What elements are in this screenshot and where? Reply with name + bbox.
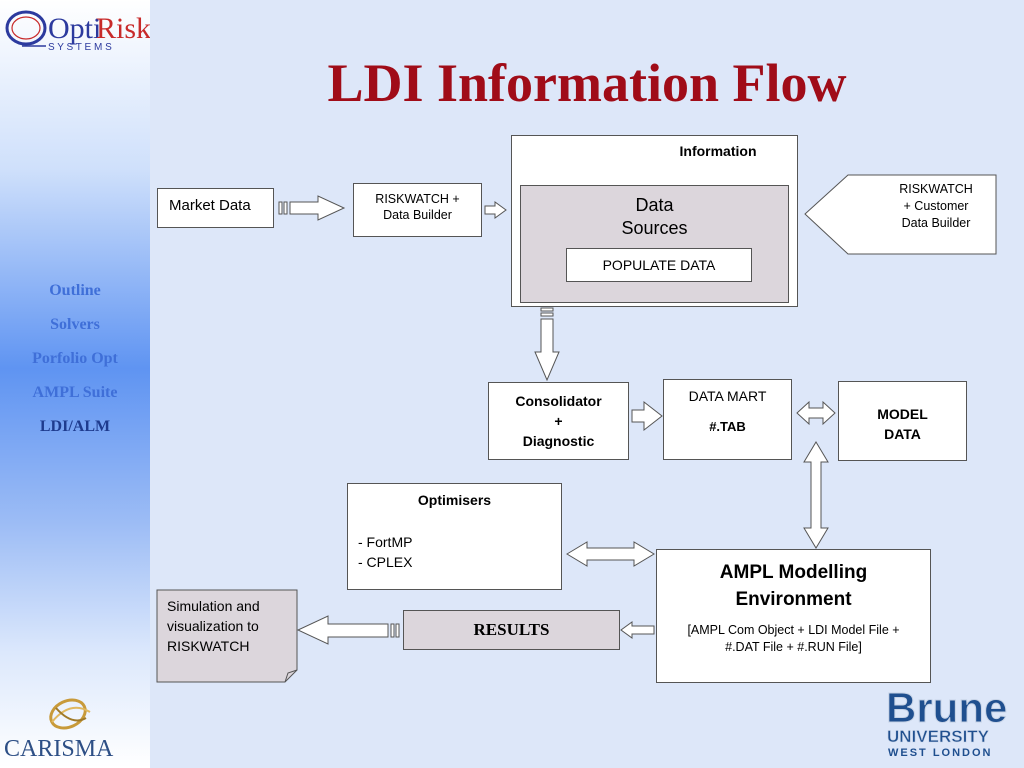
consolidator-line1: Consolidator <box>515 393 602 409</box>
riskwatch-customer-line1: RISKWATCH <box>899 182 973 196</box>
data-mart-box: DATA MART #.TAB <box>663 379 792 460</box>
optimisers-title: Optimisers <box>417 492 492 508</box>
simulation-line2: visualization to <box>167 618 259 634</box>
information-box: Information Data Sources POPULATE DATA <box>511 135 798 307</box>
nav-ldi-alm[interactable]: LDI/ALM <box>39 418 111 435</box>
simulation-line3: RISKWATCH <box>167 638 250 654</box>
optirisk-opti-text: Opti <box>48 12 101 45</box>
consolidator-line3: Diagnostic <box>522 433 595 449</box>
ampl-title-line1: AMPL Modelling <box>719 562 868 583</box>
arrow-optimisers-ampl <box>566 541 655 567</box>
brunel-location-text: WEST LONDON <box>888 747 993 759</box>
riskwatch-customer-shape <box>804 174 997 255</box>
optimiser-fortmp: - FortMP <box>358 534 413 550</box>
optirisk-systems-text: S Y S T E M S <box>48 42 112 52</box>
market-data-label: Market Data <box>169 197 251 214</box>
arrow-information-to-consolidator <box>534 307 560 382</box>
arrow-results-to-simulation <box>296 615 400 645</box>
carisma-logo: CARISMA <box>4 698 114 762</box>
simulation-line1: Simulation and <box>167 598 260 614</box>
optimiser-cplex: - CPLEX <box>358 554 413 570</box>
riskwatch-customer-line3: Data Builder <box>901 216 971 230</box>
data-sources-line2: Sources <box>621 218 688 238</box>
data-mart-line2: #.TAB <box>709 419 746 434</box>
ampl-box: AMPL Modelling Environment [AMPL Com Obj… <box>656 549 931 683</box>
arrow-modeldata-ampl <box>803 441 829 549</box>
nav-outline[interactable]: Outline <box>49 282 101 299</box>
data-mart-line1: DATA MART <box>688 388 767 404</box>
arrow-riskwatch-to-information <box>484 201 507 219</box>
model-data-box: MODEL DATA <box>838 381 967 461</box>
ampl-desc-line2: #.DAT File + #.RUN File] <box>725 640 862 654</box>
arrow-datamart-modeldata <box>796 400 836 426</box>
nav-portfolio-opt[interactable]: Porfolio Opt <box>32 350 118 367</box>
brunel-name-text: Brunel <box>886 684 1008 731</box>
results-box: RESULTS <box>403 610 620 650</box>
information-label: Information <box>679 143 757 159</box>
model-data-line2: DATA <box>884 426 921 442</box>
ampl-desc-line1: [AMPL Com Object + LDI Model File + <box>687 623 900 637</box>
riskwatch-customer-line2: + Customer <box>903 199 969 213</box>
riskwatch-builder-line2: Data Builder <box>383 208 452 222</box>
consolidator-box: Consolidator + Diagnostic <box>488 382 629 460</box>
riskwatch-customer-text: RISKWATCH + Customer Data Builder <box>876 181 996 232</box>
arrow-market-to-riskwatch <box>278 195 346 221</box>
ampl-title-line2: Environment <box>735 589 852 610</box>
simulation-text: Simulation and visualization to RISKWATC… <box>167 596 297 656</box>
arrow-ampl-to-results <box>620 621 655 639</box>
arrow-consolidator-to-datamart <box>631 400 663 432</box>
optirisk-logo: Opti Risk S Y S T E M S <box>5 10 150 52</box>
nav-ampl-suite[interactable]: AMPL Suite <box>32 384 118 401</box>
optimisers-box: Optimisers - FortMP - CPLEX <box>347 483 562 590</box>
brunel-university-text: UNIVERSITY <box>887 727 990 746</box>
sidebar: Opti Risk S Y S T E M S Outline Solvers … <box>0 0 150 768</box>
simulation-note-shape <box>156 589 298 683</box>
populate-data-box: POPULATE DATA <box>566 248 752 282</box>
market-data-box: Market Data <box>157 188 274 228</box>
optirisk-risk-text: Risk <box>96 12 150 45</box>
carisma-text: CARISMA <box>4 736 114 762</box>
populate-data-label: POPULATE DATA <box>602 257 716 273</box>
riskwatch-builder-box: RISKWATCH + Data Builder <box>353 183 482 237</box>
model-data-line1: MODEL <box>877 406 928 422</box>
riskwatch-builder-line1: RISKWATCH + <box>375 192 460 206</box>
consolidator-line2: + <box>554 413 563 429</box>
slide-title: LDI Information Flow <box>327 53 847 113</box>
nav-solvers[interactable]: Solvers <box>50 316 100 333</box>
brunel-logo: Brunel UNIVERSITY WEST LONDON <box>886 684 1009 759</box>
data-sources-box: Data Sources POPULATE DATA <box>520 185 789 303</box>
results-label: RESULTS <box>473 620 550 639</box>
data-sources-line1: Data <box>635 195 674 215</box>
